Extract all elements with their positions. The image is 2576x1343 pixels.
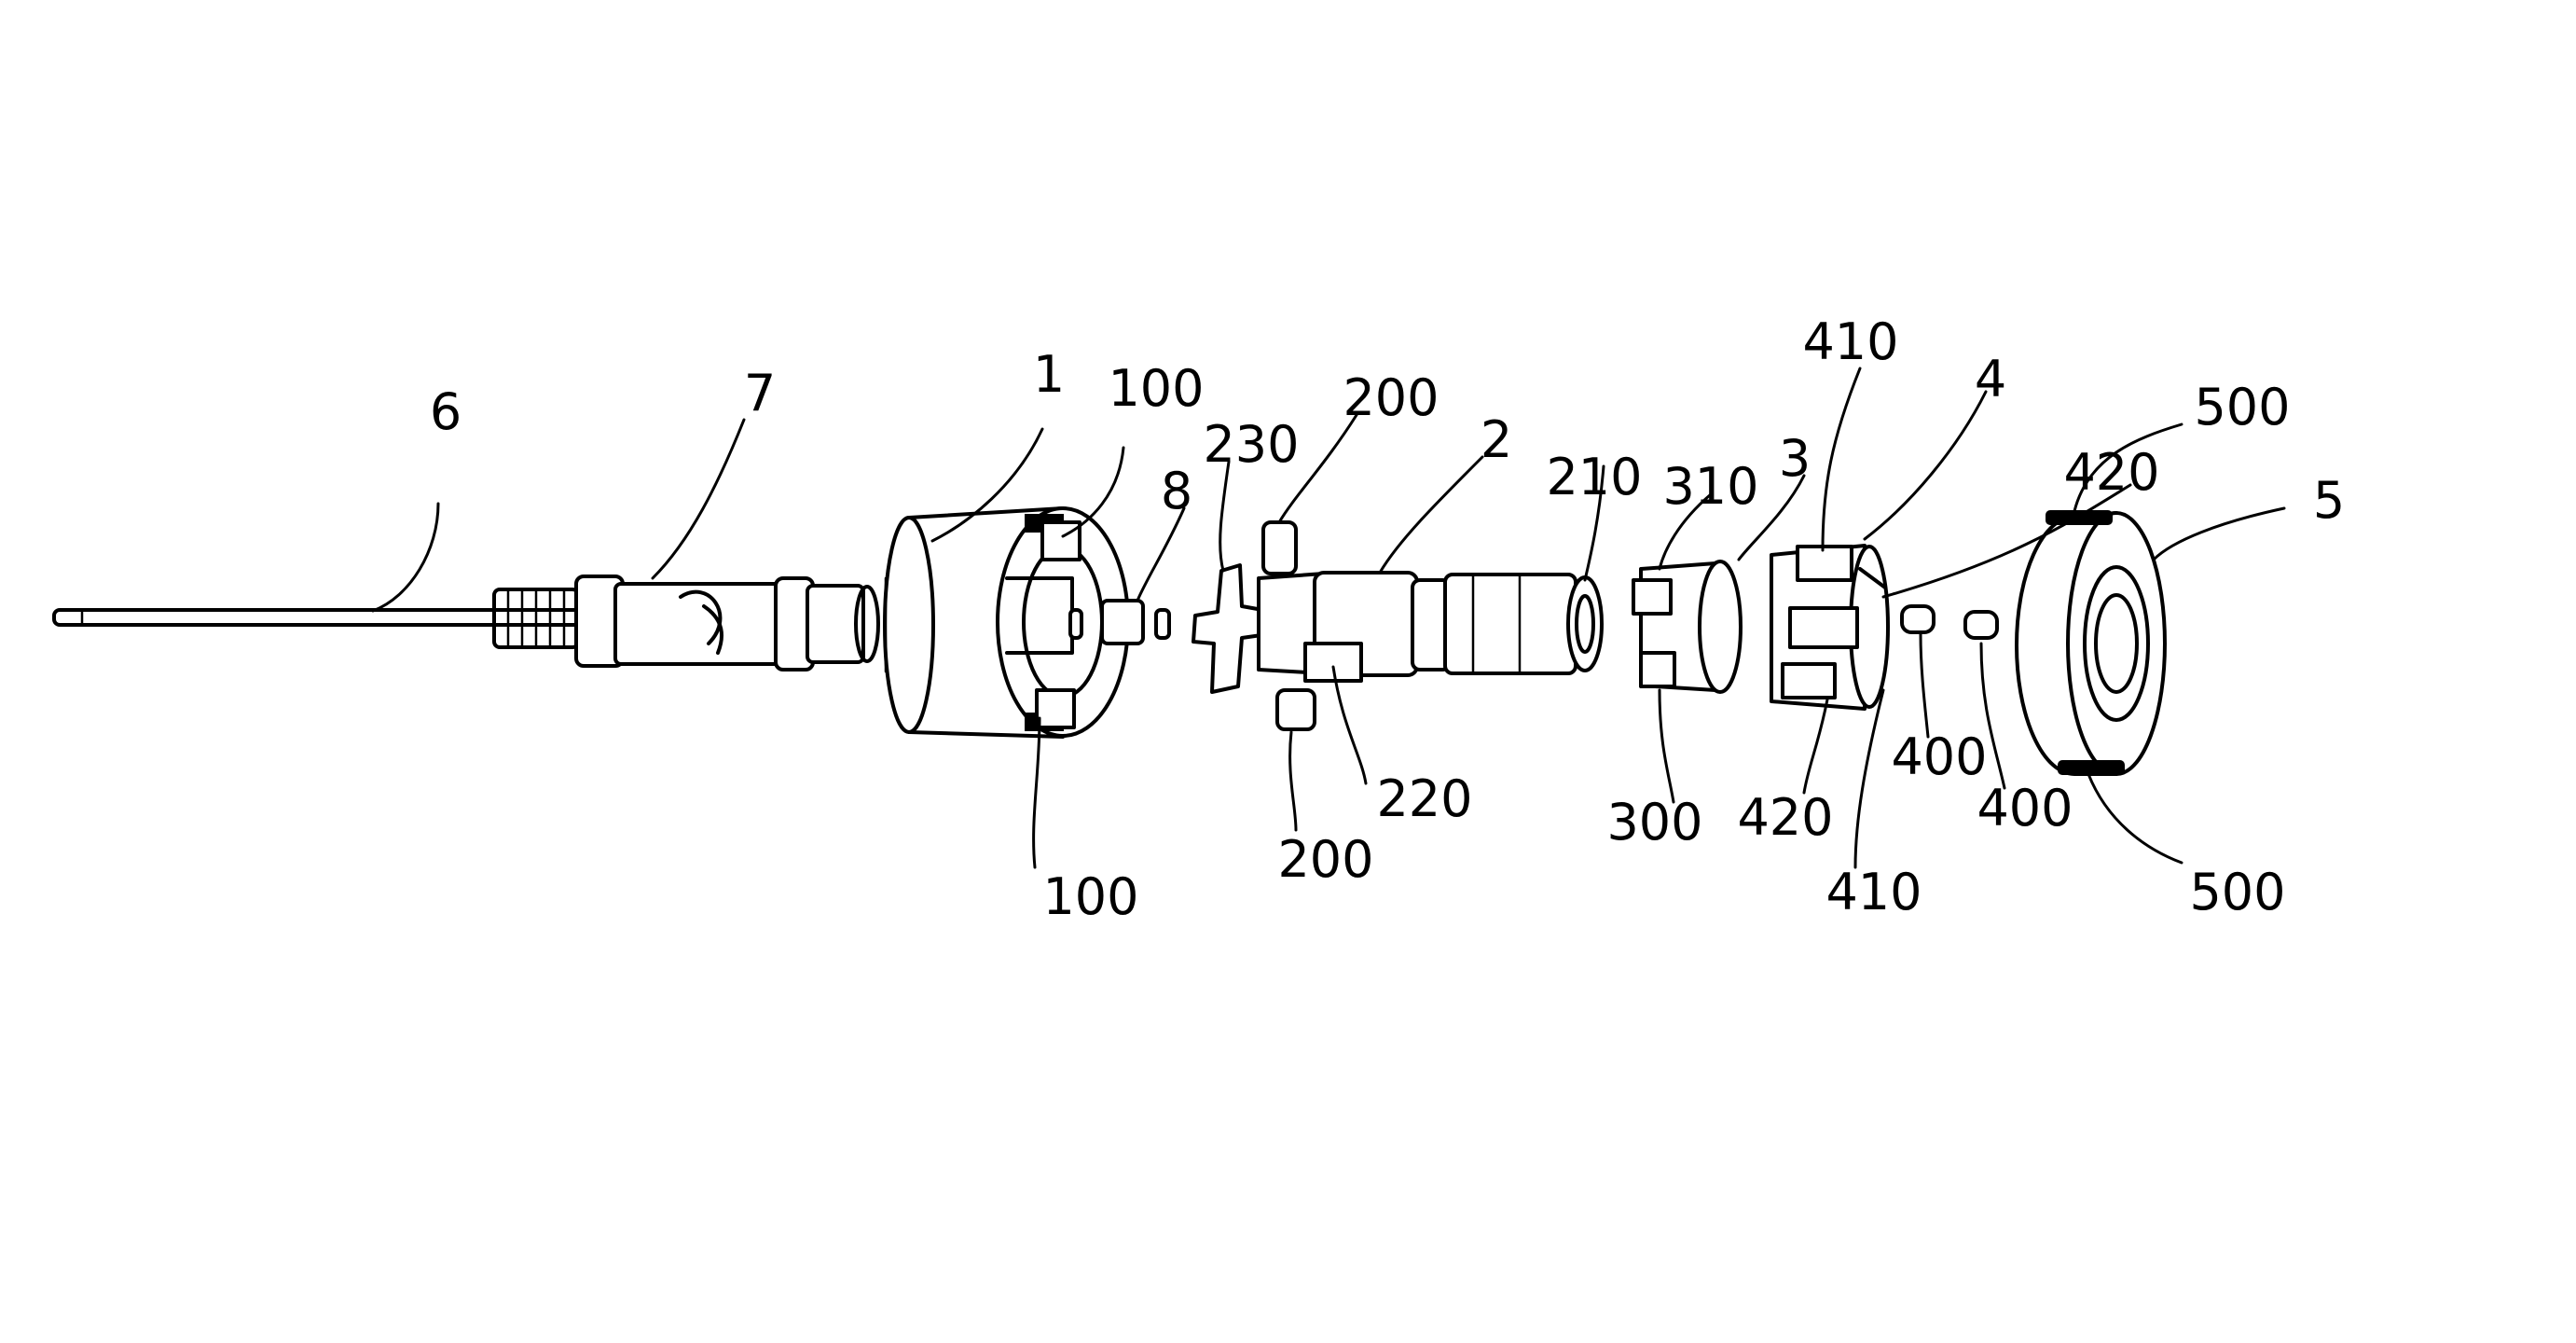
label-420-bottom: 420: [1737, 788, 1833, 847]
label-410-bottom: 410: [1825, 863, 1922, 921]
label-400-right: 400: [1977, 779, 2073, 838]
label-230: 230: [1203, 415, 1299, 474]
part-2-spindle: [1259, 522, 1602, 729]
label-400-left: 400: [1891, 727, 1987, 786]
label-420-top: 420: [2063, 443, 2159, 502]
label-8: 8: [1161, 462, 1192, 520]
part-400-pins: [1902, 606, 1997, 638]
part-6-rod: [54, 610, 651, 625]
label-200-top: 200: [1343, 368, 1439, 427]
label-1: 1: [1033, 345, 1065, 404]
label-200-bottom: 200: [1277, 830, 1373, 889]
label-5: 5: [2313, 471, 2345, 530]
label-310: 310: [1662, 457, 1758, 516]
label-3: 3: [1779, 429, 1811, 488]
label-210: 210: [1546, 448, 1642, 506]
label-6: 6: [430, 382, 461, 441]
label-100-top: 100: [1108, 359, 1204, 418]
label-500-bottom: 500: [2189, 863, 2285, 921]
part-1-housing: [885, 508, 1128, 737]
label-410-top: 410: [1802, 312, 1898, 371]
part-3-sleeve: [1633, 561, 1741, 692]
label-2: 2: [1481, 410, 1512, 469]
label-220: 220: [1376, 769, 1472, 828]
label-4: 4: [1975, 350, 2006, 408]
part-4-ring: [1771, 546, 1888, 709]
label-300: 300: [1606, 793, 1702, 851]
part-5-end-cap: [2017, 511, 2165, 774]
label-500-top: 500: [2194, 378, 2290, 436]
label-7: 7: [744, 364, 776, 422]
label-100-bottom: 100: [1042, 867, 1138, 926]
